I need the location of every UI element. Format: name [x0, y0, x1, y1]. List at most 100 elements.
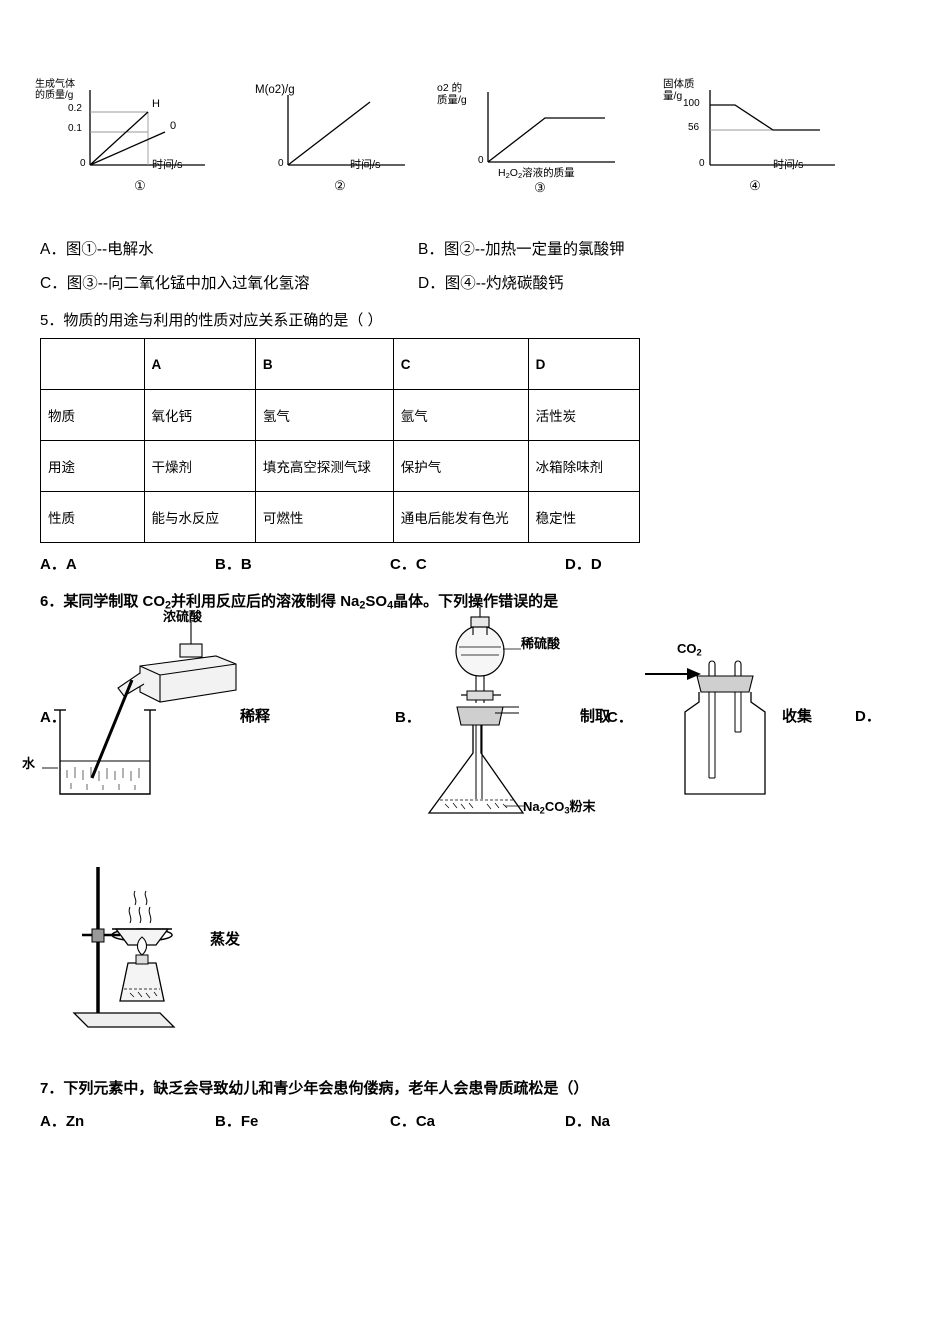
figure-4-origin: 0 — [699, 158, 705, 169]
figure-1-ylabel-line2: 的质量/g — [35, 90, 74, 101]
apparatus-evaporation — [60, 863, 260, 1043]
q6-stem-na2so4: Na2SO4 — [340, 593, 394, 612]
table-cell: 活性炭 — [527, 389, 641, 441]
q5-stem: 5．物质的用途与利用的性质对应关系正确的是（ ） — [40, 312, 383, 329]
apparatus-generator: 稀硫酸 Na2CO3粉末 — [395, 603, 645, 823]
q6-label-dilute: 稀释 — [240, 707, 271, 725]
figure-3-origin: 0 — [478, 155, 484, 166]
q7-option-c[interactable]: C．Ca — [390, 1112, 436, 1130]
q5-option-d[interactable]: D．D — [565, 556, 602, 573]
q6-option-a-label[interactable]: A． — [40, 708, 66, 726]
figure-1-ylabel-line1: 生成气体 — [35, 79, 75, 90]
q6-option-c-label[interactable]: C． — [607, 708, 633, 726]
q6-label-collect: 收集 — [782, 707, 813, 725]
table-cell — [40, 338, 145, 390]
table-cell: 性质 — [40, 491, 145, 543]
figure-2: M(o2)/g 0 时间/s ② — [240, 70, 440, 200]
figure-1-ylabel: 生成气体 的质量/g — [35, 79, 75, 101]
q7-options: A．Zn B．Fe C．Ca D．Na — [40, 1110, 912, 1131]
figure-1-series-label-o: 0 — [170, 120, 177, 132]
q6-option-b-label[interactable]: B． — [395, 708, 421, 726]
q4-option-d[interactable]: D．图④--灼烧碳酸钙 — [418, 275, 564, 292]
q6-stem-co2: CO2 — [142, 593, 172, 612]
table-cell: 填充高空探测气球 — [254, 440, 394, 492]
q5-option-a[interactable]: A．A — [40, 556, 77, 573]
q6-stem-part1: 6．某同学制取 — [40, 593, 143, 610]
page-content: 生成气体 的质量/g 0.2 0.1 0 时间/s H 0 ① M(o2)/g — [22, 0, 912, 1131]
q4-options-row-2: C．图③--向二氧化锰中加入过氧化氢溶 D．图④--灼烧碳酸钙 — [40, 271, 912, 293]
q5-table: A B C D 物质 氧化钙 氢气 氩气 活性炭 用途 干燥剂 填充高空探测气球… — [40, 338, 641, 543]
table-cell: 氧化钙 — [143, 389, 256, 441]
figure-4: 固体质 量/g 100 56 0 时间/s ④ — [655, 70, 855, 200]
q6-stem-part2: 并利用反应后的溶液制得 — [171, 593, 341, 610]
figure-4-ylabel-line1: 固体质 — [663, 78, 695, 90]
table-cell: 氩气 — [392, 389, 529, 441]
table-cell: 保护气 — [392, 440, 529, 492]
table-cell: 能与水反应 — [143, 491, 256, 543]
q6-stem: 6．某同学制取 CO2并利用反应后的溶液制得 Na2SO4晶体。下列操作错误的是 — [40, 590, 912, 612]
table-cell: 稳定性 — [527, 491, 641, 543]
figure-4-ytick-2: 56 — [688, 122, 700, 133]
table-cell: 冰箱除味剂 — [527, 440, 641, 492]
q5-option-c[interactable]: C．C — [390, 556, 427, 573]
q4-option-a[interactable]: A．图①--电解水 — [40, 241, 154, 258]
label-co2-inlet: CO2 — [677, 640, 702, 658]
table-row: 用途 干燥剂 填充高空探测气球 保护气 冰箱除味剂 — [40, 440, 641, 492]
figure-4-ylabel-line2: 量/g — [663, 90, 683, 102]
q6-label-prepare: 制取 — [580, 707, 611, 725]
table-row: 物质 氧化钙 氢气 氩气 活性炭 — [40, 389, 641, 441]
figure-row-graphs: 生成气体 的质量/g 0.2 0.1 0 时间/s H 0 ① M(o2)/g — [35, 70, 912, 215]
q5-option-b[interactable]: B．B — [215, 556, 252, 573]
q6-evaporation-row: 蒸发 — [40, 863, 912, 1053]
figure-4-caption: ④ — [749, 178, 761, 193]
figure-4-xlabel: 时间/s — [773, 159, 804, 171]
figure-1-origin: 0 — [80, 158, 86, 169]
figure-2-caption: ② — [334, 178, 346, 193]
table-cell: 可燃性 — [254, 491, 394, 543]
q4-option-b[interactable]: B．图②--加热一定量的氯酸钾 — [418, 241, 625, 258]
table-cell: 氢气 — [254, 389, 394, 441]
label-water: 水 — [22, 755, 36, 771]
figure-2-origin: 0 — [278, 158, 284, 169]
q4-options-row-1: A．图①--电解水 B．图②--加热一定量的氯酸钾 — [40, 237, 912, 259]
label-na2co3-powder: Na2CO3粉末 — [523, 798, 596, 816]
label-dilute-sulfuric-acid: 稀硫酸 — [521, 635, 561, 651]
table-cell: B — [254, 338, 394, 390]
table-cell: A — [143, 338, 256, 390]
table-row-header: A B C D — [40, 338, 641, 390]
apparatus-dilution: 浓硫酸 水 — [22, 609, 320, 823]
q7-option-b[interactable]: B．Fe — [215, 1112, 259, 1130]
figure-1-series-label-h: H — [152, 98, 160, 110]
figure-3-ylabel-line1: o2 的 — [437, 82, 463, 94]
figure-4-ylabel: 固体质 量/g — [663, 78, 695, 102]
q7-stem: 7．下列元素中，缺乏会导致幼儿和青少年会患佝偻病，老年人会患骨质疏松是（） — [40, 1079, 589, 1097]
figure-2-ylabel: M(o2)/g — [255, 84, 295, 96]
figure-1-xlabel: 时间/s — [152, 159, 183, 171]
figure-1: 生成气体 的质量/g 0.2 0.1 0 时间/s H 0 ① — [35, 70, 240, 200]
figure-1-ytick-1: 0.2 — [68, 103, 82, 114]
q5-options: A．A B．B C．C D．D — [40, 553, 912, 574]
label-concentrated-sulfuric-acid: 浓硫酸 — [163, 608, 203, 624]
figure-3: o2 的 质量/g 0 H2O2溶液的质量 ③ — [437, 70, 640, 200]
table-row: 性质 能与水反应 可燃性 通电后能发有色光 稳定性 — [40, 491, 641, 543]
q6-apparatus-row: 浓硫酸 水 A． 稀释 — [22, 606, 912, 823]
figure-2-xlabel: 时间/s — [350, 159, 381, 171]
figure-3-xlabel: H2O2溶液的质量 — [498, 167, 575, 180]
q7-option-a[interactable]: A．Zn — [40, 1112, 85, 1130]
q6-label-evaporate: 蒸发 — [210, 930, 241, 948]
table-cell: D — [527, 338, 641, 390]
table-cell: 物质 — [40, 389, 145, 441]
apparatus-collection: CO2 — [635, 636, 855, 816]
figure-3-ylabel: o2 的 质量/g — [437, 82, 467, 106]
table-cell: C — [392, 338, 529, 390]
figure-1-caption: ① — [134, 178, 146, 193]
q7-option-d[interactable]: D．Na — [565, 1112, 611, 1130]
figure-3-caption: ③ — [534, 180, 546, 195]
q4-option-c[interactable]: C．图③--向二氧化锰中加入过氧化氢溶 — [40, 275, 310, 292]
table-cell: 干燥剂 — [143, 440, 256, 492]
table-cell: 用途 — [40, 440, 145, 492]
figure-1-ytick-2: 0.1 — [68, 123, 82, 134]
q6-option-d-label[interactable]: D． — [855, 707, 881, 725]
table-cell: 通电后能发有色光 — [392, 491, 529, 543]
